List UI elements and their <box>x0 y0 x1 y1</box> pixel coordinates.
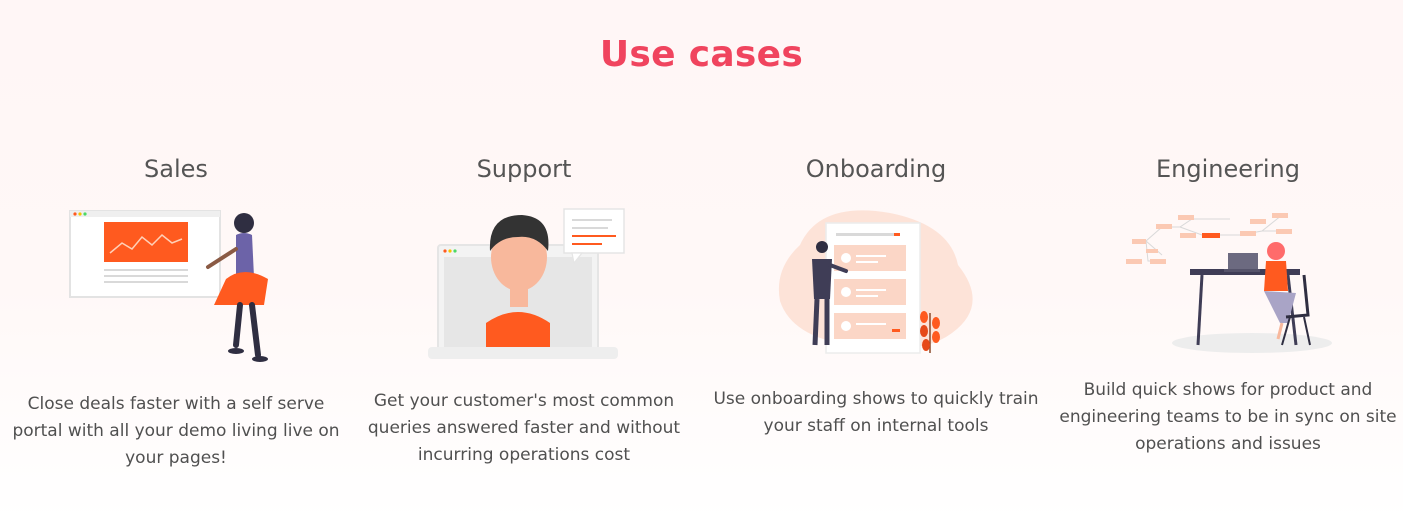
section-title: Use cases <box>599 34 804 76</box>
onboarding-illustration <box>778 210 973 354</box>
card-heading: Onboarding <box>805 155 947 183</box>
support-illustration <box>428 208 625 359</box>
card-heading: Sales <box>144 155 208 183</box>
engineering-illustration <box>1126 213 1332 353</box>
card-heading: Engineering <box>1156 155 1300 183</box>
card-engineering: Engineering <box>1052 155 1403 454</box>
card-heading: Support <box>476 155 572 183</box>
card-description: Close deals faster with a self serve por… <box>12 394 340 468</box>
card-description: Build quick shows for product and engine… <box>1059 380 1397 454</box>
card-description: Use onboarding shows to quickly train yo… <box>713 389 1039 436</box>
card-support: Support Get your c <box>348 155 700 465</box>
card-sales: Sales Clo <box>0 155 352 468</box>
use-case-cards: Sales Clo <box>0 155 1403 515</box>
card-onboarding: Onboarding <box>700 155 1052 436</box>
sales-illustration <box>69 210 268 362</box>
card-description: Get your customer's most common queries … <box>367 391 681 465</box>
